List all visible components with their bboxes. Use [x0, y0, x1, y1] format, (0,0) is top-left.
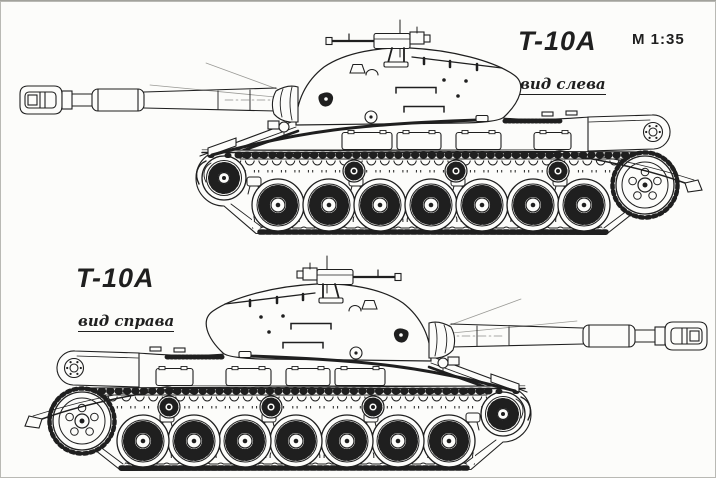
view-subtitle-left: вид слева — [520, 75, 606, 96]
view-label-left: T-10A вид слева — [518, 26, 606, 96]
view-title-right: T-10A — [76, 263, 155, 293]
view-title-left: T-10A — [518, 26, 597, 56]
view-subtitle-right: вид справа — [78, 312, 175, 333]
scale-note: M 1:35 — [632, 31, 685, 48]
view-label-right: T-10A вид справа — [76, 263, 175, 333]
